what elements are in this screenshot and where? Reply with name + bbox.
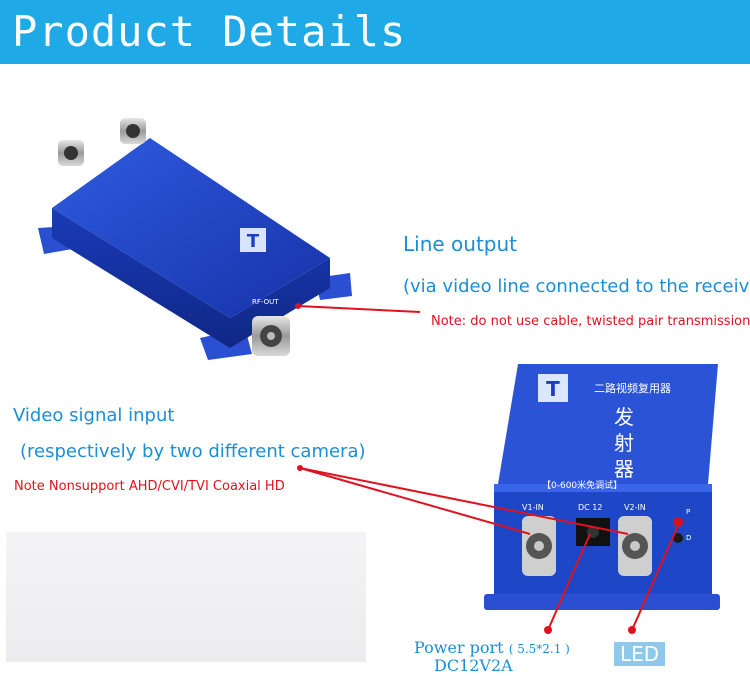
- front-logo-letter: T: [546, 377, 560, 401]
- power-port-title: Power port: [414, 638, 504, 657]
- front-logo: [538, 374, 568, 402]
- bnc-connector-v1: [522, 516, 556, 576]
- v1-in-label: V1-IN: [522, 503, 544, 512]
- led-p: [673, 517, 683, 527]
- led-d: [673, 533, 683, 543]
- device-top-view: T RF-OUT: [38, 118, 352, 360]
- line-output-title: Line output: [403, 232, 518, 256]
- video-input-subtitle: (respectively by two different camera): [20, 441, 366, 462]
- power-port-spec: DC12V2A: [434, 656, 513, 675]
- logo-letter: T: [247, 231, 260, 252]
- bnc-connector-left: [58, 140, 84, 166]
- video-input-title: Video signal input: [13, 405, 175, 426]
- device-text-she: 射: [614, 431, 634, 455]
- leader-lines: [297, 465, 679, 634]
- header-banner: Product Details: [0, 0, 750, 64]
- line-output-note: Note: do not use cable, twisted pair tra…: [431, 314, 750, 329]
- product-scene: T RF-OUT Line output (via video line con…: [0, 64, 750, 676]
- rf-out-port-label: RF-OUT: [252, 298, 279, 306]
- v2-in-label: V2-IN: [624, 503, 646, 512]
- video-input-note: Note Nonsupport AHD/CVI/TVI Coaxial HD: [14, 479, 285, 494]
- device-front-view: T 二路视频复用器 发 射 器 【0-600米免调试】 V1-IN DC 12 …: [484, 364, 720, 610]
- dc12-label: DC 12: [578, 503, 602, 512]
- leader-line-rf-out: [295, 303, 421, 313]
- bnc-connector-rf-out: [252, 316, 290, 356]
- device-text-fa: 发: [614, 405, 634, 429]
- power-port-label: Power port ( 5.5*2.1 ): [414, 638, 570, 657]
- bnc-connector-v2: [618, 516, 652, 576]
- led-d-label: D: [686, 534, 691, 542]
- page-title: Product Details: [12, 7, 407, 56]
- bnc-connector-right: [120, 118, 146, 144]
- led-p-label: P: [686, 508, 690, 516]
- device-text-qi: 器: [614, 457, 634, 481]
- led-label: LED: [614, 642, 666, 666]
- line-output-subtitle: (via video line connected to the receive…: [403, 276, 750, 297]
- range-text: 【0-600米免调试】: [542, 479, 622, 491]
- power-port-size: ( 5.5*2.1 ): [508, 642, 570, 656]
- blank-panel: [6, 532, 366, 662]
- dc-power-jack: [576, 518, 610, 546]
- device-name-text: 二路视频复用器: [594, 381, 671, 395]
